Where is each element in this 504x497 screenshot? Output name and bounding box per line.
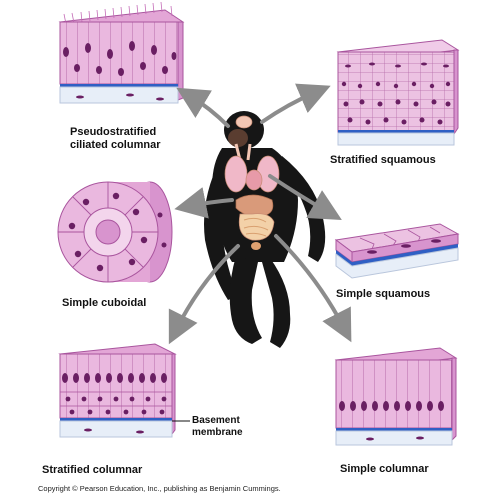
arrow-to-stratified-squamous: [260, 83, 331, 124]
label-simple-squamous: Simple squamous: [336, 288, 431, 300]
stratified-columnar-tissue-block: [58, 343, 177, 438]
pseudostratified-tissue-block: [58, 1, 185, 104]
chimpanzee-figure: [204, 111, 326, 348]
label-simple-cuboidal: Simple cuboidal: [62, 297, 147, 309]
arrow-to-pseudostratified: [176, 87, 230, 128]
label-stratified-columnar: Stratified columnar: [42, 464, 143, 476]
label-pseudostratified-line1: Pseudostratified: [70, 126, 157, 138]
tissue-arrows: [168, 83, 352, 345]
label-basement-line2: membrane: [192, 427, 243, 438]
arrow-to-simple-cuboidal: [174, 187, 234, 219]
copyright-notice: Copyright © Pearson Education, Inc., pub…: [38, 484, 281, 493]
stratified-squamous-tissue-block: [336, 39, 460, 146]
label-simple-columnar: Simple columnar: [340, 463, 429, 475]
simple-squamous-tissue-block: [334, 223, 460, 279]
label-basement-line1: Basement: [192, 415, 240, 426]
simple-cuboidal-tissue-block: [57, 181, 173, 283]
arrow-to-stratified-columnar: [168, 244, 240, 345]
arrow-to-simple-squamous: [268, 174, 342, 220]
label-pseudostratified-line2: ciliated columnar: [70, 139, 161, 151]
arrow-to-simple-columnar: [274, 234, 352, 343]
simple-columnar-tissue-block: [334, 347, 458, 446]
label-stratified-squamous: Stratified squamous: [330, 154, 436, 166]
